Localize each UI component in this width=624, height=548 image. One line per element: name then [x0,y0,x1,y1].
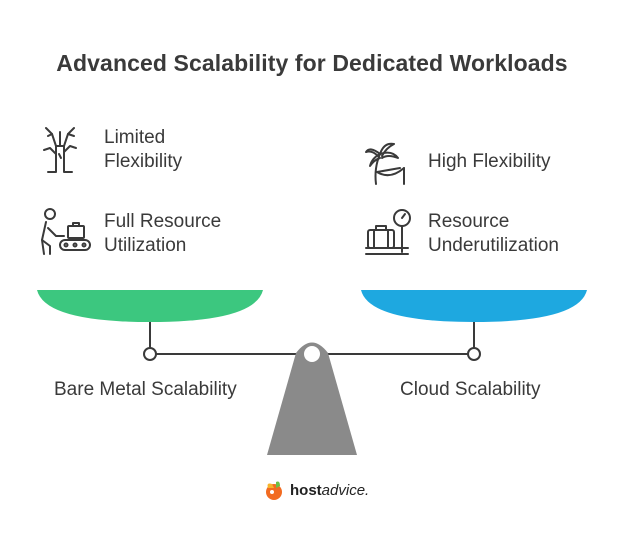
logo-rest: advice. [321,481,370,499]
item-line: Limited [104,127,166,148]
item-line: Flexibility [104,151,183,172]
item-line: Utilization [104,235,187,256]
diagram-title: Advanced Scalability for Dedicated Workl… [56,50,568,76]
fulcrum [267,342,357,455]
fulcrum-pivot [304,346,320,362]
hostadvice-logo-text: hostadvice. [290,482,369,499]
bare-metal-label: Bare Metal Scalability [54,379,237,400]
limited-flexibility-text: Limited Flexibility [104,126,182,174]
high-flexibility-text: High Flexibility [428,151,551,172]
item-line: Full Resource [104,211,222,232]
worker-conveyor-icon [41,208,91,255]
hostadvice-logo-icon [266,481,282,500]
luggage-scale-icon [365,209,411,255]
cloud-label: Cloud Scalability [400,379,541,400]
resource-underutilization-text: Resource Underutilization [428,210,559,258]
left-pan [37,290,263,322]
palm-hammock-icon [365,142,405,185]
item-line: Resource [428,211,510,232]
hostadvice-logo: hostadvice. [262,478,369,502]
logo-bold: host [290,481,322,499]
dead-tree-icon [43,127,77,173]
right-pan [361,290,587,322]
item-line: Underutilization [428,235,559,256]
full-resource-utilization-text: Full Resource Utilization [104,210,221,258]
